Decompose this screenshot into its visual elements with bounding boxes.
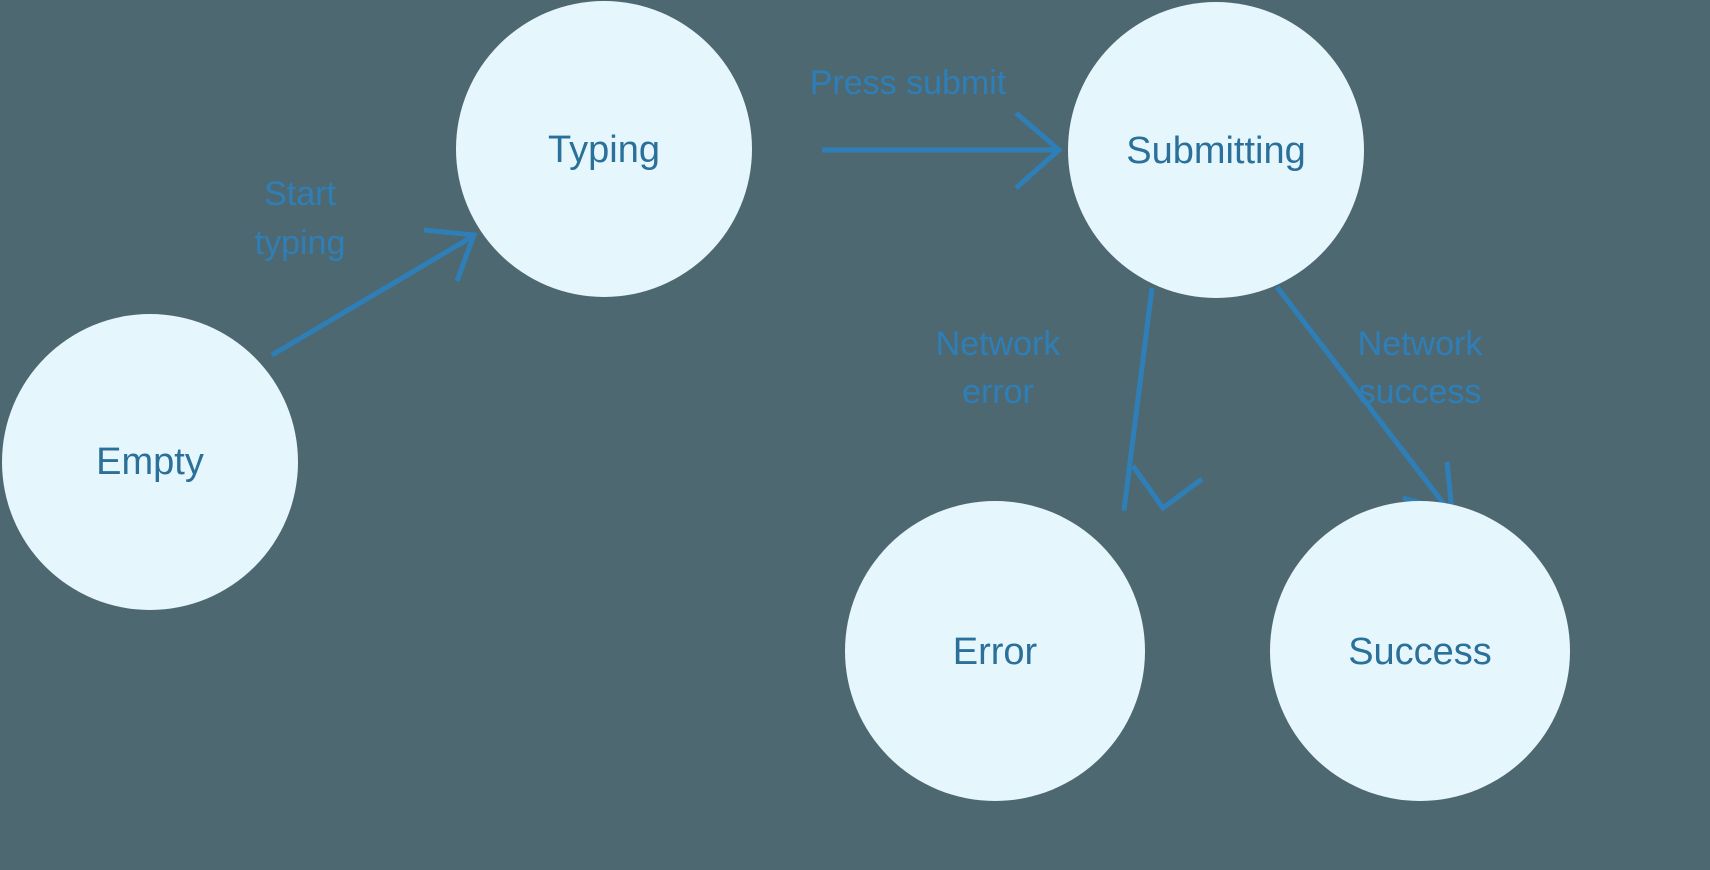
edge-empty-to-typing-line	[270, 235, 472, 358]
node-success[interactable]: Success	[1270, 501, 1570, 801]
edge-submitting-to-error[interactable]	[1113, 287, 1204, 512]
edge-label-network-success-line1: Network	[1358, 325, 1484, 363]
node-typing-circle	[456, 1, 752, 297]
edge-submitting-to-error-line	[1121, 287, 1155, 511]
node-typing[interactable]: Typing	[456, 1, 752, 297]
edge-empty-to-typing[interactable]	[270, 227, 478, 358]
node-error-circle	[845, 501, 1145, 801]
edge-label-start-typing-line1: Start	[264, 175, 336, 213]
edge-submitting-to-success-line	[1275, 285, 1449, 510]
edge-empty-to-typing-arrowhead	[423, 227, 478, 282]
node-empty-label: Empty	[96, 441, 204, 483]
node-success-label: Success	[1348, 631, 1492, 673]
node-submitting[interactable]: Submitting	[1068, 2, 1364, 298]
edge-label-network-success-line2: success	[1359, 373, 1482, 411]
node-error-label: Error	[953, 631, 1038, 673]
node-typing-label: Typing	[548, 129, 660, 171]
edge-typing-to-submitting[interactable]	[822, 111, 1063, 190]
edge-label-start-typing: Start typing	[255, 175, 346, 262]
edge-typing-to-submitting-arrowhead	[1014, 111, 1063, 190]
edge-label-network-error-line1: Network	[936, 325, 1062, 363]
edge-label-start-typing-line2: typing	[255, 224, 346, 262]
node-submitting-circle	[1068, 2, 1364, 298]
edge-label-network-error: Network error	[936, 325, 1062, 411]
node-submitting-label: Submitting	[1126, 130, 1306, 172]
node-empty[interactable]: Empty	[2, 314, 298, 610]
edge-label-press-submit: Press submit	[810, 64, 1007, 102]
edge-label-network-error-line2: error	[962, 373, 1034, 411]
node-error[interactable]: Error	[845, 501, 1145, 801]
edge-submitting-to-error-arrowhead	[1130, 464, 1204, 512]
node-empty-circle	[2, 314, 298, 610]
edge-label-press-submit-line1: Press submit	[810, 64, 1007, 102]
node-success-circle	[1270, 501, 1570, 801]
edge-label-network-success: Network success	[1358, 325, 1484, 411]
